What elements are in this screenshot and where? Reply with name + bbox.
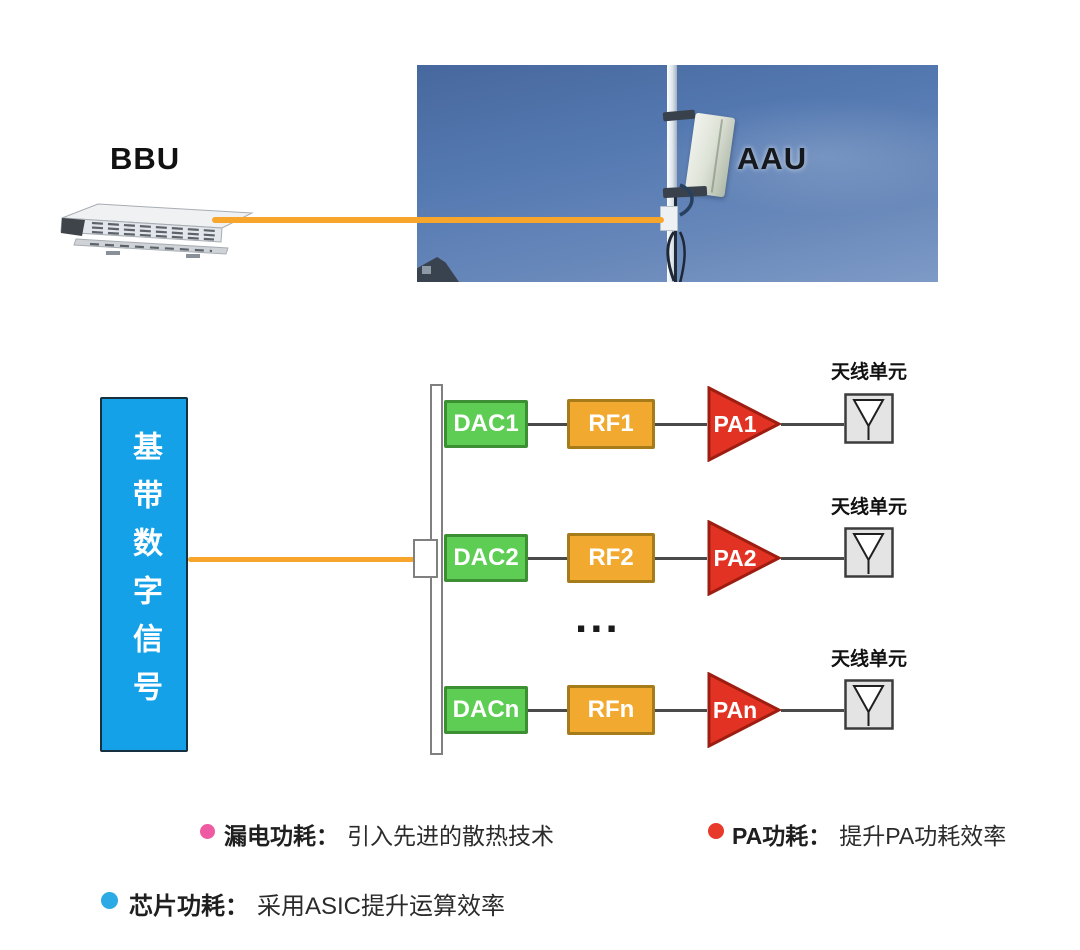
fiber-link-baseband (188, 557, 415, 562)
legend-desc: 提升PA功耗效率 (839, 823, 1007, 849)
rfn-box: RFn (567, 685, 655, 735)
pa2-label: PA2 (713, 544, 757, 571)
legend-desc: 引入先进的散热技术 (347, 823, 554, 849)
fiber-link-bbu-aau (212, 217, 664, 223)
pa1-amplifier: PA1 (707, 386, 781, 462)
legend-item-chip: 芯片功耗： 采用ASIC提升运算效率 (129, 886, 505, 921)
legend-term: 漏电功耗： (224, 823, 339, 849)
pole-cable (674, 193, 677, 282)
aau-site-photo (417, 65, 938, 282)
connector-line (528, 423, 568, 426)
connector-line (655, 709, 707, 712)
antenna-unit-symbol (844, 679, 894, 730)
antenna-unit-label: 天线单元 (830, 649, 907, 670)
connector-line (655, 423, 707, 426)
bbu-device-image (60, 203, 254, 258)
pan-label: PAn (712, 696, 758, 723)
dac2-box: DAC2 (444, 534, 528, 582)
bbu-label: BBU (110, 141, 181, 176)
aau-cables (666, 183, 694, 282)
connector-line (781, 557, 844, 560)
ellipsis-dots: ... (575, 593, 621, 642)
pa2-amplifier: PA2 (707, 520, 781, 596)
connector-line (781, 423, 844, 426)
legend-term: PA功耗： (732, 823, 832, 849)
connector-line (781, 709, 844, 712)
dacn-box: DACn (444, 686, 528, 734)
baseband-signal-label: 基带数字信号 (128, 430, 161, 719)
legend-desc: 采用ASIC提升运算效率 (257, 893, 506, 920)
baseband-signal-box: 基带数字信号 (100, 397, 188, 752)
legend-dot-pa (708, 823, 724, 839)
connector-line (655, 557, 707, 560)
antenna-unit-label: 天线单元 (830, 362, 907, 383)
cloud (417, 65, 938, 282)
rf2-box: RF2 (567, 533, 655, 583)
antenna-pole (667, 65, 677, 282)
legend-item-pa: PA功耗： 提升PA功耗效率 (732, 817, 1006, 851)
dac1-box: DAC1 (444, 400, 528, 448)
antenna-unit-label: 天线单元 (830, 497, 907, 518)
legend-term: 芯片功耗： (129, 893, 249, 920)
legend-dot-leakage (200, 824, 215, 839)
aau-label: AAU (737, 141, 808, 176)
pa1-label: PA1 (713, 410, 757, 437)
pan-amplifier: PAn (707, 672, 781, 748)
antenna-unit-symbol (844, 527, 894, 578)
connector-line (528, 709, 568, 712)
legend-item-leakage: 漏电功耗： 引入先进的散热技术 (224, 817, 554, 851)
rf1-box: RF1 (567, 399, 655, 449)
legend-dot-chip (101, 892, 118, 909)
antenna-unit-symbol (844, 393, 894, 444)
fiber-splitter-box (413, 539, 438, 578)
connector-line (528, 557, 568, 560)
